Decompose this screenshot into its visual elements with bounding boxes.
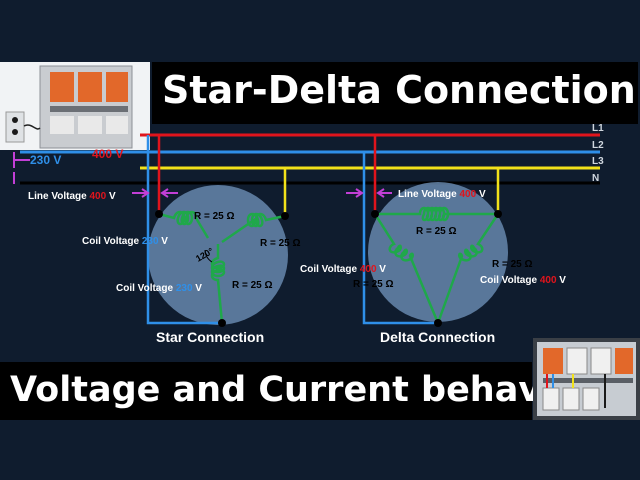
star-line-voltage-arrow-right [160,188,178,198]
line-voltage-unit: V [112,147,123,161]
delta-terminal-2 [494,210,502,218]
delta-coil-right-prefix: Coil Voltage [480,275,540,286]
star-angle-arc [204,249,213,263]
contactor-panel-illustration [0,62,150,150]
delta-coil-right-unit: V [557,275,567,286]
diagram-subtitle: Voltage and Current behavior [10,370,595,410]
phase-voltage-unit: V [50,153,61,167]
phase-voltage-label: 230 V [30,153,61,167]
delta-coil-left-unit: V [377,264,387,275]
delta-coil-right-value: 400 [540,275,557,286]
star-coil-1 [158,210,210,239]
delta-r-right-label: R = 25 Ω [492,259,533,270]
star-line-voltage-unit: V [106,191,116,202]
contactor-panel-photo [0,62,150,150]
delta-title: Delta Connection [380,329,495,345]
line-voltage-label: 400 V [92,147,123,161]
star-terminal-1 [155,210,163,218]
delta-coil-top [375,206,498,222]
delta-terminal-1 [371,210,379,218]
control-board-photo [533,338,640,420]
delta-terminal-3 [434,319,442,327]
delta-coil-left-voltage-label: Coil Voltage 400 V [300,264,386,275]
line-l1-tag: L1 [592,123,604,134]
star-line-voltage-label: Line Voltage 400 V [28,191,116,202]
delta-line-voltage-value: 400 [460,189,477,200]
star-line-voltage-arrow-left [132,188,150,198]
delta-coil-left [373,213,440,324]
phase-voltage-value: 230 [30,153,50,167]
star-r2-label: R = 25 Ω [260,238,301,249]
delta-feed-l2 [362,152,438,325]
star-feed-l2 [146,135,222,325]
star-line-voltage-value: 400 [90,191,107,202]
star-coil2-value: 230 [176,283,193,294]
delta-line-voltage-arrow-right [376,188,392,198]
star-r1-label: R = 25 Ω [194,211,235,222]
star-coil2-voltage-label: Coil Voltage 230 V [116,283,202,294]
star-terminal-2 [281,212,289,220]
diagram-title: Star-Delta Connection [162,68,636,112]
delta-r-top-label: R = 25 Ω [416,226,457,237]
delta-line-voltage-unit: V [476,189,486,200]
star-title: Star Connection [156,329,264,345]
phase-voltage-bracket [13,152,30,168]
star-coil2-unit: V [193,283,203,294]
star-coil-voltage-prefix: Coil Voltage [82,236,142,247]
control-board-illustration [533,338,640,420]
delta-line-voltage-prefix: Line Voltage [398,189,460,200]
star-coil-2 [221,212,286,244]
line-n-tag: N [592,173,599,184]
delta-line-voltage-label: Line Voltage 400 V [398,189,486,200]
line-l3-tag: L3 [592,156,604,167]
delta-coil-left-prefix: Coil Voltage [300,264,360,275]
delta-coil-left-value: 400 [360,264,377,275]
delta-r-left-label: R = 25 Ω [353,279,394,290]
star-coil-voltage-label: Coil Voltage 230 V [82,236,168,247]
star-line-voltage-prefix: Line Voltage [28,191,90,202]
star-r3-label: R = 25 Ω [232,280,273,291]
delta-backdrop-circle [368,182,508,322]
delta-coil-right-voltage-label: Coil Voltage 400 V [480,275,566,286]
star-coil-3 [210,244,226,324]
line-l2-tag: L2 [592,140,604,151]
delta-line-voltage-arrow-left [346,188,364,198]
star-coil-voltage-unit: V [159,236,169,247]
star-coil-voltage-value: 230 [142,236,159,247]
subtitle-banner: Voltage and Current behavior [0,362,594,420]
line-voltage-value: 400 [92,147,112,161]
title-banner: Star-Delta Connection [152,62,638,124]
star-coil2-prefix: Coil Voltage [116,283,176,294]
delta-coil-right [436,213,500,324]
star-terminal-3 [218,319,226,327]
